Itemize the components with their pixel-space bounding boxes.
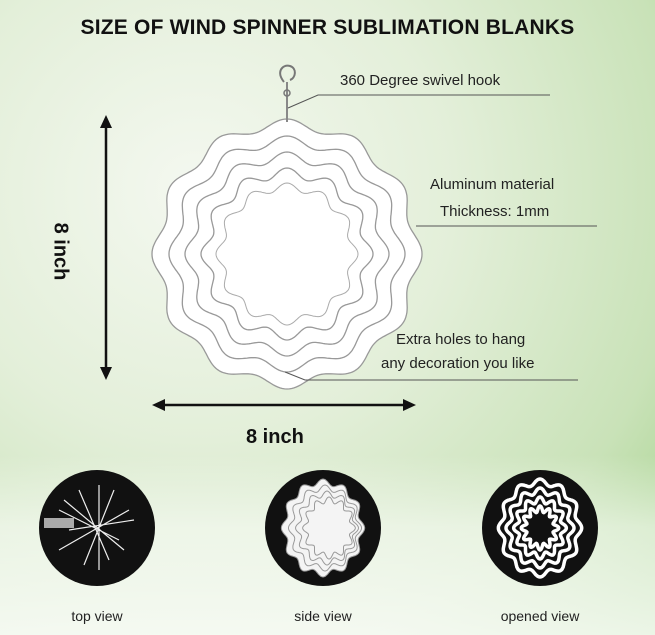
callout-holes-line2: any decoration you like <box>381 355 535 372</box>
spinner-ring <box>519 504 561 552</box>
callout-holes-line1: Extra holes to hang <box>396 331 526 348</box>
spinner-ring <box>511 495 569 561</box>
opened-view-photo <box>482 470 598 586</box>
spinner-ring <box>496 477 584 579</box>
swivel-hook-icon <box>279 64 296 83</box>
callout-material: Aluminum material <box>430 176 555 193</box>
width-label: 8 inch <box>246 426 304 448</box>
page-title: SIZE OF WIND SPINNER SUBLIMATION BLANKS <box>80 16 575 39</box>
side-view-photo <box>265 470 381 586</box>
leader-line-holes <box>284 371 578 381</box>
view-label: opened view <box>500 608 580 624</box>
callout-hook: 360 Degree swivel hook <box>340 72 501 89</box>
top-view-photo <box>39 470 155 586</box>
height-label: 8 inch <box>49 222 72 281</box>
leader-line-hook <box>287 94 550 109</box>
callout-thickness: Thickness: 1mm <box>440 203 550 220</box>
spinner-ring <box>215 182 359 326</box>
spinner-ring <box>302 496 356 560</box>
spinner-ring <box>504 486 576 570</box>
view-label: top view <box>71 608 123 624</box>
wind-spinner-illustration <box>151 118 423 390</box>
view-label: side view <box>294 608 352 624</box>
